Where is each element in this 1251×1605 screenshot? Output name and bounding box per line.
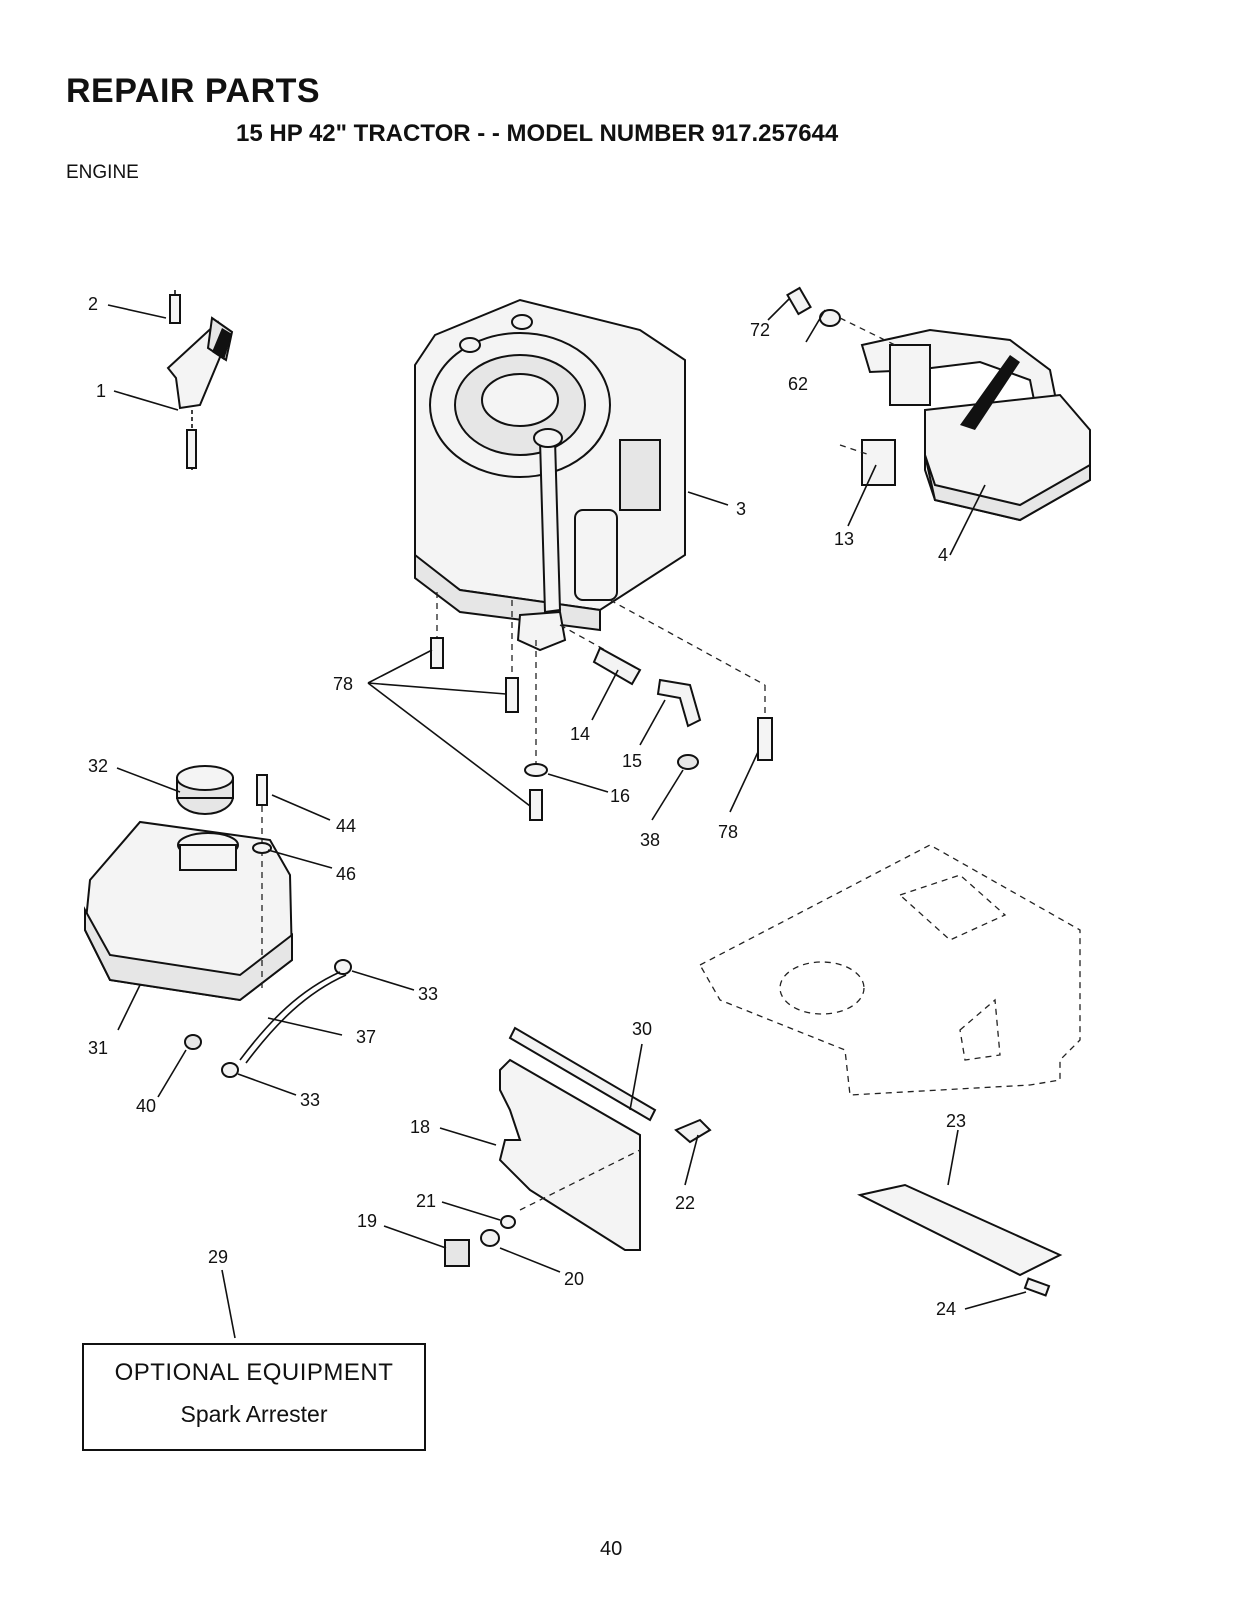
optional-equipment-title: OPTIONAL EQUIPMENT [84, 1359, 424, 1387]
callout-24: 24 [936, 1299, 956, 1319]
callout-44: 44 [336, 816, 356, 836]
callout-30: 30 [632, 1019, 652, 1039]
chassis-frame-drawing [700, 845, 1080, 1095]
callout-15: 15 [622, 751, 642, 771]
engine-drawing [415, 300, 685, 650]
page-number: 40 [600, 1538, 622, 1561]
callout-22: 22 [675, 1193, 695, 1213]
callout-38: 38 [640, 830, 660, 850]
callout-4: 4 [938, 545, 948, 565]
callout-3: 3 [736, 499, 746, 519]
callout-46: 46 [336, 864, 356, 884]
callout-78-left: 78 [333, 674, 353, 694]
heat-shield-drawing [445, 1028, 710, 1266]
optional-equipment-item: Spark Arrester [84, 1401, 424, 1428]
callout-2: 2 [88, 294, 98, 314]
callout-32: 32 [88, 756, 108, 776]
engine-shield-plate-drawing [860, 1185, 1060, 1295]
callout-21: 21 [416, 1191, 436, 1211]
callout-78-right: 78 [718, 822, 738, 842]
callout-40: 40 [136, 1096, 156, 1116]
callout-20: 20 [564, 1269, 584, 1289]
callout-33-bottom: 33 [300, 1090, 320, 1110]
callout-16: 16 [610, 786, 630, 806]
throttle-bracket-drawing [168, 290, 232, 470]
callout-19: 19 [357, 1211, 377, 1231]
callout-37: 37 [356, 1027, 376, 1047]
callout-18: 18 [410, 1117, 430, 1137]
callout-62: 62 [788, 374, 808, 394]
engine-hardware-drawing [431, 592, 772, 820]
callout-31: 31 [88, 1038, 108, 1058]
callout-29: 29 [208, 1247, 228, 1267]
optional-equipment-box: OPTIONAL EQUIPMENT Spark Arrester [82, 1343, 426, 1451]
callout-23: 23 [946, 1111, 966, 1131]
callout-72: 72 [750, 320, 770, 340]
callout-13: 13 [834, 529, 854, 549]
callout-1: 1 [96, 381, 106, 401]
callout-33-top: 33 [418, 984, 438, 1004]
muffler-drawing [787, 288, 1090, 520]
callout-14: 14 [570, 724, 590, 744]
